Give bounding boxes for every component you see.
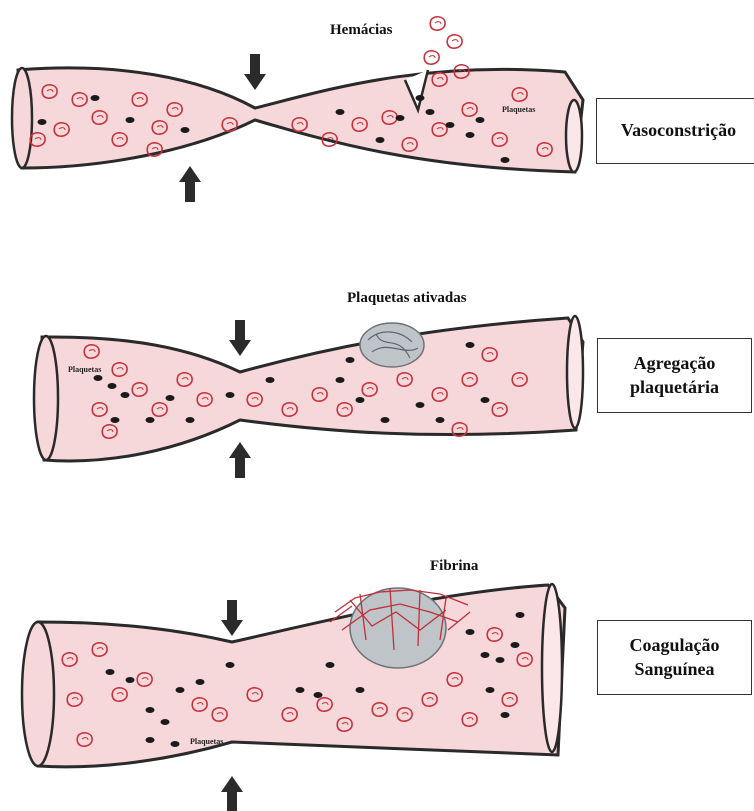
- compression-arrow-down-icon: [221, 600, 243, 636]
- label-plaquetas-3: Plaquetas: [190, 737, 223, 746]
- stage-2-line-1: Agregação: [634, 352, 716, 375]
- activated-platelet-cluster: [360, 323, 424, 367]
- stage-1-label: Vasoconstrição: [621, 119, 736, 142]
- compression-arrow-down-icon: [229, 320, 251, 356]
- label-plaquetas-ativadas: Plaquetas ativadas: [347, 290, 467, 306]
- label-plaquetas-2: Plaquetas: [68, 365, 101, 374]
- compression-arrow-down-icon: [244, 54, 266, 90]
- label-hemacias: Hemácias: [330, 22, 393, 38]
- vessel-coagulation: [22, 584, 565, 767]
- vessel-aggregation: [34, 316, 583, 461]
- compression-arrow-up-icon: [229, 442, 251, 478]
- stage-box-platelet-aggregation: Agregação plaquetária: [597, 338, 752, 413]
- stage-3-line-1: Coagulação: [630, 634, 720, 657]
- vessel-vasoconstriction: [12, 68, 583, 172]
- label-fibrina: Fibrina: [430, 558, 479, 574]
- stage-3-line-2: Sanguínea: [634, 658, 714, 681]
- stage-box-vasoconstriction: Vasoconstrição: [596, 98, 754, 164]
- stage-box-blood-coagulation: Coagulação Sanguínea: [597, 620, 752, 695]
- compression-arrow-up-icon: [179, 166, 201, 202]
- compression-arrow-up-icon: [221, 776, 243, 811]
- stage-2-line-2: plaquetária: [630, 376, 719, 399]
- label-plaquetas-1: Plaquetas: [502, 105, 535, 114]
